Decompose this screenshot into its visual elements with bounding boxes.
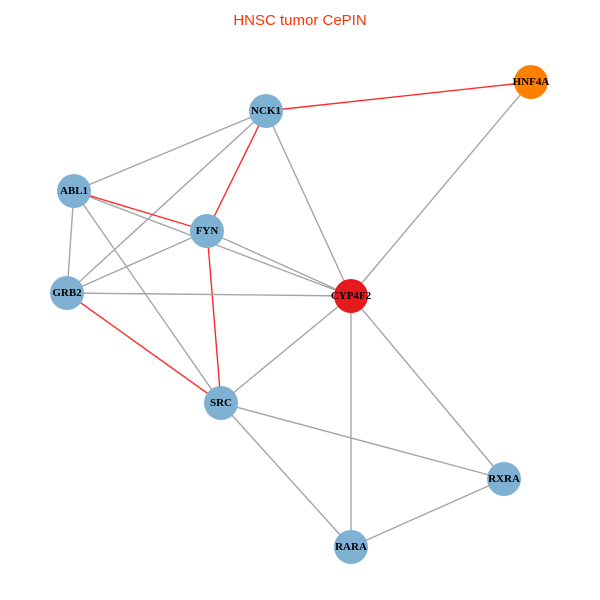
node-nck1[interactable]: NCK1	[249, 94, 283, 128]
edge-grb2-cyp4f2	[66, 292, 352, 297]
node-label: CYP4F2	[331, 290, 372, 302]
node-circle[interactable]	[57, 174, 91, 208]
node-circle[interactable]	[487, 462, 521, 496]
edge-rxra-rara	[350, 478, 505, 548]
node-circle[interactable]	[190, 214, 224, 248]
node-label: ABL1	[60, 185, 88, 197]
node-circle[interactable]	[334, 530, 368, 564]
node-label: RXRA	[488, 473, 520, 485]
node-label: FYN	[196, 225, 219, 237]
edge-fyn-cyp4f2	[206, 230, 352, 297]
node-label: RARA	[335, 541, 367, 553]
node-abl1[interactable]: ABL1	[57, 174, 91, 208]
node-label: GRB2	[52, 287, 82, 299]
edge-src-rara	[220, 402, 352, 548]
edge-fyn-src	[206, 230, 222, 404]
edge-nck1-grb2	[66, 110, 267, 294]
edge-abl1-src	[73, 190, 222, 404]
diagram-title: HNSC tumor CePIN	[233, 12, 367, 29]
edge-grb2-src	[66, 292, 222, 404]
node-circle[interactable]	[334, 279, 368, 313]
node-label: HNF4A	[513, 76, 550, 88]
edge-fyn-grb2	[66, 230, 208, 294]
edge-abl1-grb2	[66, 190, 75, 294]
edge-nck1-abl1	[73, 110, 267, 192]
node-src[interactable]: SRC	[204, 386, 238, 420]
node-circle[interactable]	[514, 65, 548, 99]
edge-abl1-fyn	[73, 190, 208, 232]
node-label: SRC	[210, 397, 232, 409]
node-label: NCK1	[251, 105, 281, 117]
node-grb2[interactable]: GRB2	[50, 276, 84, 310]
node-cyp4f2[interactable]: CYP4F2	[331, 279, 372, 313]
node-hnf4a[interactable]: HNF4A	[513, 65, 550, 99]
node-rxra[interactable]: RXRA	[487, 462, 521, 496]
edge-src-rxra	[220, 402, 505, 480]
edge-hnf4a-cyp4f2	[350, 81, 532, 297]
node-circle[interactable]	[50, 276, 84, 310]
node-circle[interactable]	[204, 386, 238, 420]
node-rara[interactable]: RARA	[334, 530, 368, 564]
edge-nck1-fyn	[206, 110, 267, 232]
node-circle[interactable]	[249, 94, 283, 128]
edge-nck1-hnf4a	[265, 81, 532, 112]
edge-nck1-cyp4f2	[265, 110, 352, 297]
edge-src-cyp4f2	[220, 295, 352, 404]
node-fyn[interactable]: FYN	[190, 214, 224, 248]
edge-cyp4f2-rxra	[350, 295, 505, 480]
